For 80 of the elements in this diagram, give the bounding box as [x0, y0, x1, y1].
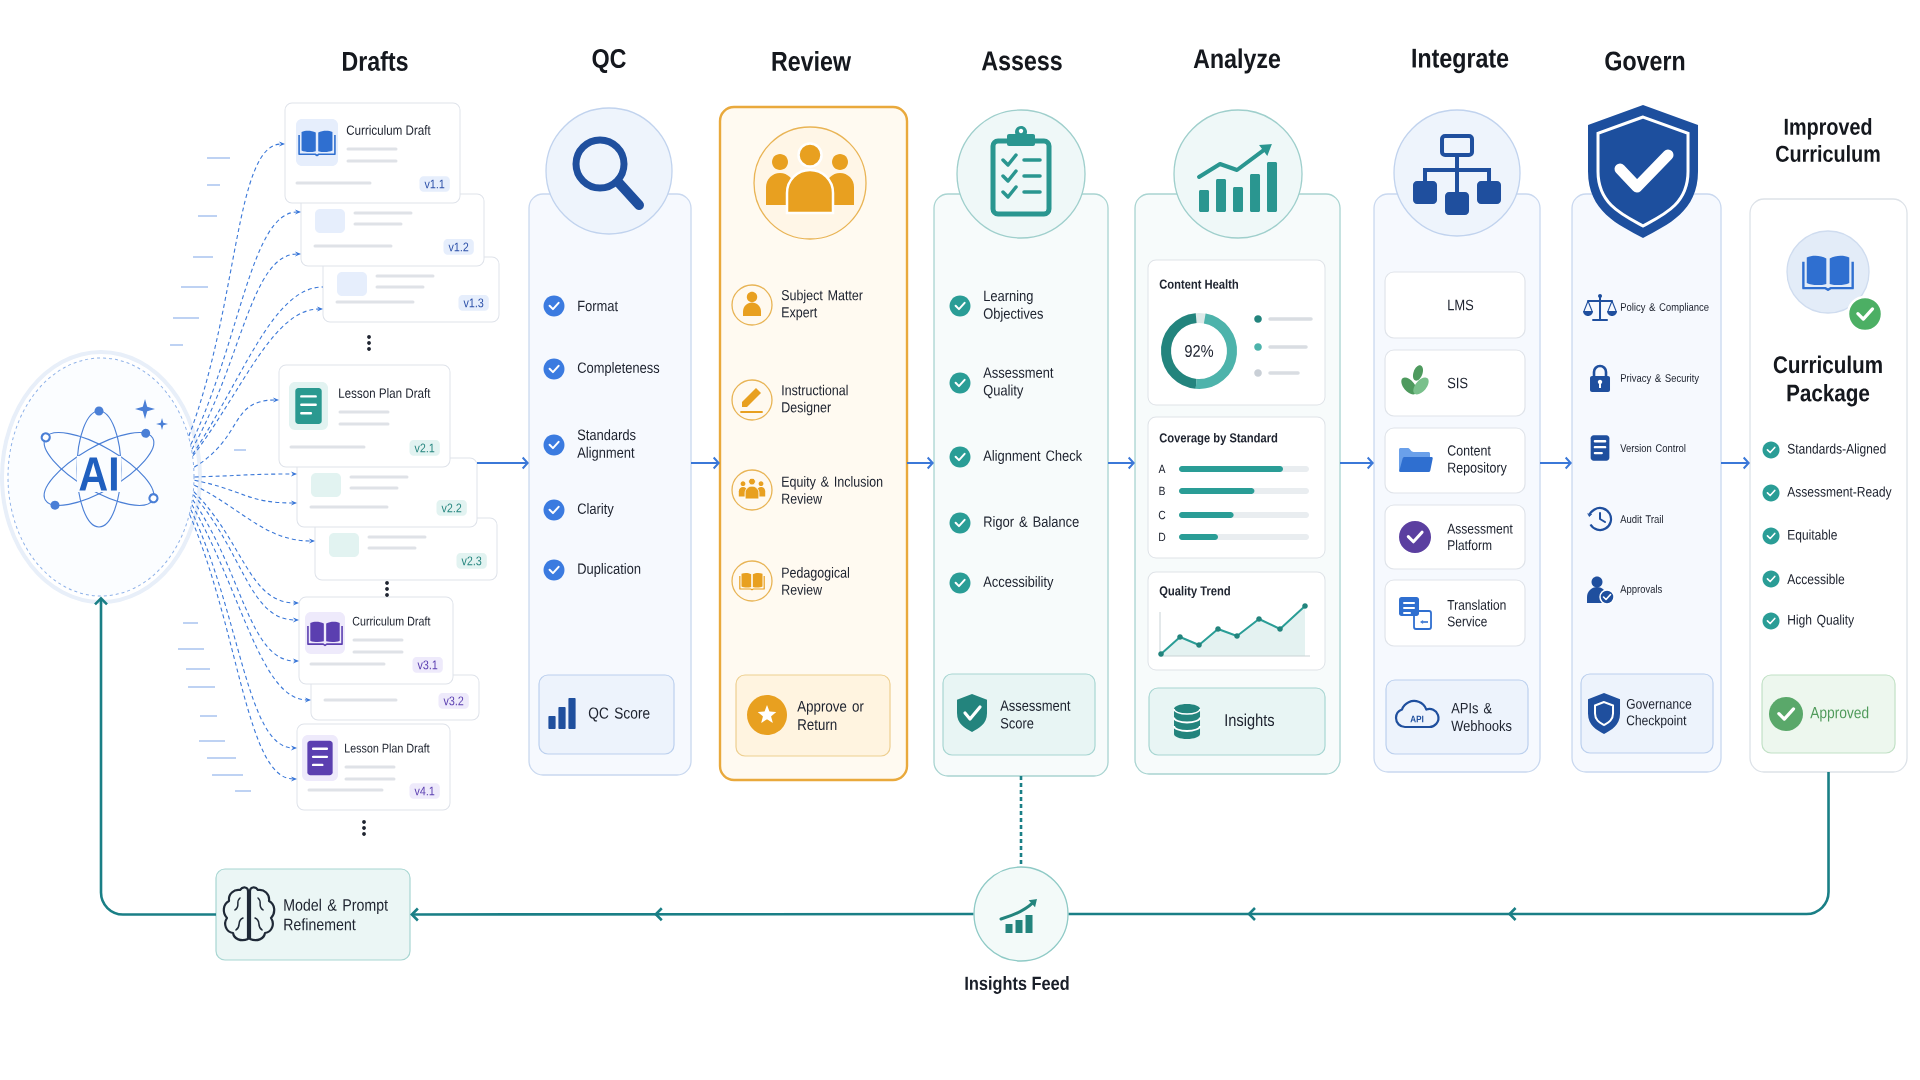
stage-heading: Govern — [1605, 51, 1685, 71]
dashed-arrow — [193, 397, 279, 468]
checkpoint-box: Governance Checkpoint — [1580, 673, 1714, 754]
stage-heading: Integrate — [1412, 48, 1509, 74]
integration-box: Translation Service — [1384, 579, 1526, 647]
item-label: Instructional Designer — [782, 384, 848, 416]
draft-card — [296, 723, 451, 811]
row-label: A — [1158, 464, 1166, 474]
arrow — [410, 907, 974, 922]
arrow — [1107, 456, 1135, 470]
card-title: Curriculum Draft — [346, 125, 431, 135]
version-badge: v4.1 — [409, 783, 440, 799]
item-label: Clarity — [577, 503, 614, 517]
column-heading: Drafts — [343, 51, 408, 71]
arrow — [476, 456, 529, 470]
arrow — [906, 456, 934, 470]
item-label: Equity & Inclusion Review — [782, 476, 883, 504]
arrow — [690, 456, 720, 470]
draft-card — [278, 364, 451, 468]
node-caption: Insights Feed — [965, 976, 1069, 994]
card-title: Lesson Plan Draft — [339, 388, 431, 398]
item-label: Approvals — [1620, 584, 1662, 596]
item-label: Duplication — [578, 563, 641, 577]
item-label: Version Control — [1620, 443, 1686, 453]
score-box: QC Score — [538, 674, 675, 755]
icon-caption: API — [1410, 715, 1424, 723]
stage-heading: Assess — [981, 51, 1062, 71]
arrow — [94, 596, 216, 916]
item-label: Assessment-Ready — [1787, 486, 1892, 500]
item-label: Standards Alignment — [577, 429, 636, 461]
integration-box: SIS — [1384, 349, 1526, 417]
item-label: Equitable — [1788, 529, 1837, 543]
draft-card — [298, 596, 454, 685]
integration-box: Content Repository — [1384, 427, 1526, 494]
item-label: Format — [578, 300, 618, 312]
stage-heading: Analyze — [1193, 48, 1281, 74]
card-title: Lesson Plan Draft — [345, 743, 430, 753]
version-badge: v1.1 — [419, 176, 450, 192]
item-label: Completeness — [577, 362, 660, 376]
decision-box: Approve or Return — [735, 674, 891, 757]
package-heading: Curriculum Package — [1773, 355, 1882, 407]
version-badge: v1.2 — [443, 239, 474, 255]
arrow — [1539, 456, 1572, 470]
item-label: Privacy & Security — [1621, 373, 1699, 385]
stage-heading: Review — [772, 51, 852, 71]
status-box: Approved — [1761, 674, 1896, 754]
dashed-arrow — [188, 141, 285, 437]
item-label: Audit Trail — [1620, 514, 1663, 524]
card-title: Curriculum Draft — [352, 616, 431, 626]
dashed-arrow — [191, 251, 301, 450]
insights-box: Insights — [1148, 687, 1326, 756]
score-box: Assessment Score — [942, 673, 1096, 756]
row-label: D — [1159, 532, 1166, 542]
integration-box: LMS — [1384, 271, 1526, 339]
item-label: High Quality — [1788, 614, 1855, 628]
stage-heading: QC — [592, 48, 626, 74]
dashed-arrow — [190, 209, 301, 445]
item-label: Standards-Aligned — [1787, 443, 1886, 457]
item-label: Subject Matter Expert — [781, 289, 863, 321]
version-badge: v2.2 — [436, 500, 467, 516]
item-label: Accessibility — [983, 576, 1054, 590]
process-box: Model & Prompt Refinement — [215, 868, 411, 961]
version-badge: v2.1 — [409, 440, 440, 456]
arrow — [1720, 456, 1750, 470]
item-label: Assessment Quality — [983, 367, 1054, 399]
dashed-arrow — [193, 471, 297, 478]
integration-box: Assessment Platform — [1384, 504, 1526, 570]
percent-label: 92% — [1185, 344, 1214, 357]
item-label: Policy & Compliance — [1621, 302, 1709, 314]
item-label: Rigor & Balance — [984, 516, 1079, 530]
item-label: Pedagogical Review — [782, 567, 849, 595]
item-label: Learning Objectives — [983, 290, 1043, 322]
draft-card — [284, 102, 461, 204]
item-label: Alignment Check — [983, 450, 1083, 464]
stage-heading: Improved Curriculum — [1776, 118, 1880, 162]
item-label: Accessible — [1787, 573, 1845, 585]
row-label: B — [1159, 486, 1165, 496]
dashed-line — [1019, 776, 1023, 867]
row-label: C — [1158, 510, 1166, 520]
arrow — [1339, 456, 1374, 470]
